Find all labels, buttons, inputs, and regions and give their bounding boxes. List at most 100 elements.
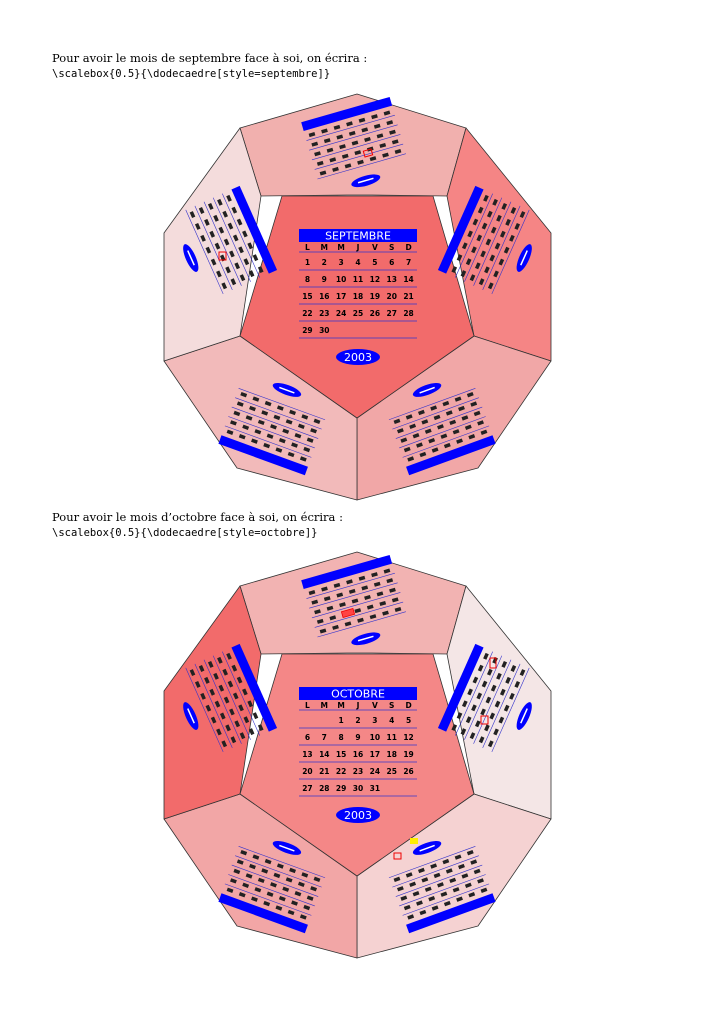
day-cell: 12 <box>403 733 413 742</box>
mini-banner <box>231 185 278 274</box>
day-cell: 13 <box>386 275 396 284</box>
day-cell: 19 <box>403 750 413 759</box>
day-cell: 4 <box>389 716 394 725</box>
mini-calendar-upper-right <box>437 643 532 753</box>
day-cell: 12 <box>370 275 380 284</box>
face-center <box>239 653 475 877</box>
day-cell: 2 <box>322 258 327 267</box>
day-cell: 7 <box>322 733 327 742</box>
highlight-mark <box>218 251 227 261</box>
highlight-mark <box>480 715 489 725</box>
mini-banner <box>437 643 484 732</box>
mini-banner <box>218 893 308 934</box>
weekday-header: D <box>405 701 411 710</box>
code-line: \scalebox{0.5}{\dodecaedre[style=octobre… <box>52 527 318 539</box>
day-cell: 21 <box>319 767 329 776</box>
day-cell: 18 <box>353 292 363 301</box>
day-cell: 23 <box>319 309 329 318</box>
day-cell: 30 <box>353 784 363 793</box>
day-cell: 31 <box>370 784 380 793</box>
face-center <box>239 195 475 419</box>
day-cell: 11 <box>386 733 396 742</box>
year-badge <box>336 807 380 823</box>
day-cell: 17 <box>336 292 346 301</box>
day-cell: 10 <box>336 275 346 284</box>
month-title: SEPTEMBRE <box>325 230 391 243</box>
day-cell: 28 <box>403 309 413 318</box>
mini-banner <box>301 96 393 131</box>
day-cell: 19 <box>370 292 380 301</box>
highlight-mark <box>410 838 418 844</box>
highlight-mark <box>393 852 402 860</box>
mini-calendar-upper-right <box>437 185 532 295</box>
year-badge <box>336 349 380 365</box>
day-cell: 14 <box>403 275 413 284</box>
day-cell: 20 <box>302 767 312 776</box>
day-cell: 29 <box>336 784 346 793</box>
day-cell: 15 <box>302 292 312 301</box>
code-line: \scalebox{0.5}{\dodecaedre[style=septemb… <box>52 68 331 80</box>
weekday-header: L <box>305 701 310 710</box>
intro-octobre: Pour avoir le mois d’octobre face à soi,… <box>52 509 343 541</box>
mini-banner <box>231 643 278 732</box>
day-cell: 8 <box>305 275 310 284</box>
year-label: 2003 <box>344 809 372 822</box>
day-cell: 20 <box>386 292 396 301</box>
weekday-header: D <box>405 243 411 252</box>
day-cell: 26 <box>370 309 380 318</box>
day-cell: 30 <box>319 326 329 335</box>
day-cell: 18 <box>386 750 396 759</box>
day-cell: 16 <box>319 292 329 301</box>
weekday-header: M <box>337 243 344 252</box>
day-cell: 26 <box>403 767 413 776</box>
highlight-mark <box>362 148 374 158</box>
mini-calendar-lower-left <box>218 840 326 934</box>
mini-banner <box>406 893 496 934</box>
day-cell: 5 <box>406 716 411 725</box>
face-upper-left <box>163 585 262 820</box>
month-banner <box>299 687 417 700</box>
day-cell: 9 <box>322 275 327 284</box>
mini-calendar-top <box>301 554 406 646</box>
day-cell: 23 <box>353 767 363 776</box>
day-cell: 2 <box>355 716 360 725</box>
weekday-header: L <box>305 243 310 252</box>
day-cell: 22 <box>302 309 312 318</box>
day-cell: 3 <box>372 716 377 725</box>
intro-septembre: Pour avoir le mois de septembre face à s… <box>52 50 367 82</box>
intro-text: Pour avoir le mois d’octobre face à soi,… <box>52 510 343 524</box>
weekday-header: M <box>321 243 328 252</box>
day-cell: 8 <box>339 733 344 742</box>
month-banner <box>299 229 417 242</box>
mini-banner <box>301 554 393 589</box>
day-cell: 1 <box>339 716 344 725</box>
day-cell: 15 <box>336 750 346 759</box>
mini-banner <box>218 435 308 476</box>
day-cell: 22 <box>336 767 346 776</box>
day-cell: 14 <box>319 750 329 759</box>
month-title: OCTOBRE <box>331 688 385 701</box>
day-cell: 24 <box>370 767 380 776</box>
face-upper-left <box>163 127 262 362</box>
day-cell: 29 <box>302 326 312 335</box>
day-cell: 28 <box>319 784 329 793</box>
weekday-header: V <box>372 701 378 710</box>
day-cell: 11 <box>353 275 363 284</box>
mini-calendar-lower-left <box>218 382 326 476</box>
mini-calendar-top <box>301 96 406 188</box>
mini-banner <box>437 185 484 274</box>
day-cell: 16 <box>353 750 363 759</box>
day-cell: 27 <box>302 784 312 793</box>
day-cell: 7 <box>406 258 411 267</box>
day-cell: 10 <box>370 733 380 742</box>
day-cell: 25 <box>386 767 396 776</box>
weekday-header: J <box>356 701 360 710</box>
day-cell: 1 <box>305 258 310 267</box>
day-cell: 9 <box>355 733 360 742</box>
day-cell: 17 <box>370 750 380 759</box>
weekday-header: S <box>389 701 394 710</box>
year-label: 2003 <box>344 351 372 364</box>
highlight-mark <box>340 607 356 619</box>
